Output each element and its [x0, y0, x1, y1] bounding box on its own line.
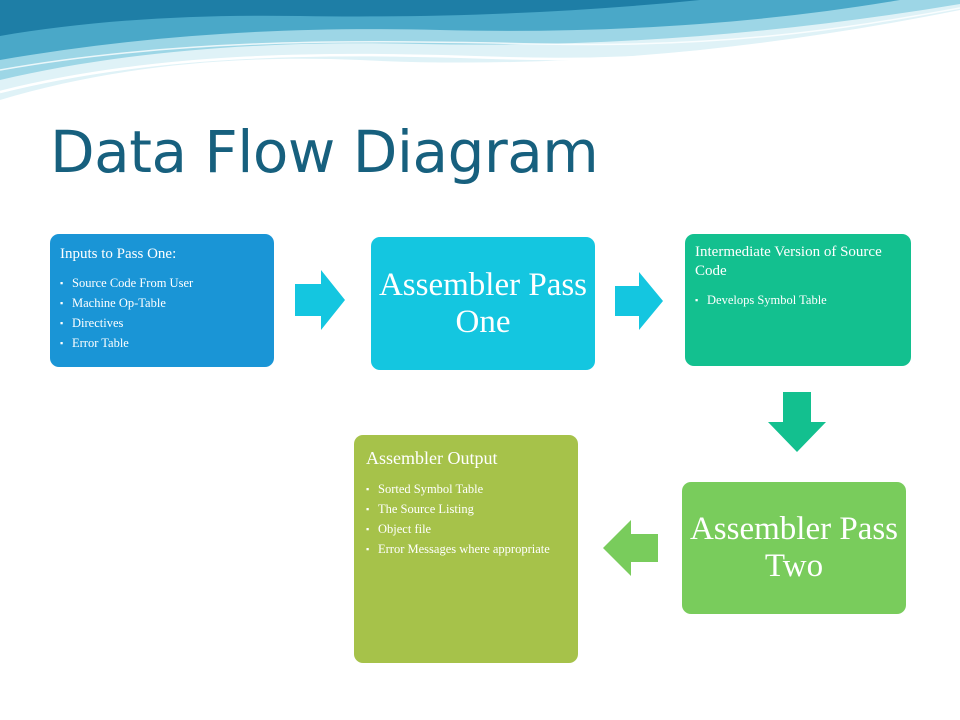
- output-heading: Assembler Output: [366, 448, 498, 468]
- inputs-box: Inputs to Pass One: Source Code From Use…: [50, 234, 274, 367]
- pass-two-box: Assembler Pass Two: [682, 482, 906, 614]
- intermediate-list: Develops Symbol Table: [695, 290, 901, 310]
- output-box: Assembler Output Sorted Symbol Table The…: [354, 435, 578, 663]
- inputs-list: Source Code From User Machine Op-Table D…: [60, 273, 264, 353]
- arrow-left-icon: [603, 520, 658, 576]
- arrow-down-icon: [768, 392, 826, 452]
- pass-one-label: Assembler Pass One: [378, 266, 588, 340]
- output-list: Sorted Symbol Table The Source Listing O…: [366, 479, 566, 559]
- list-item: Directives: [60, 313, 264, 333]
- list-item: Object file: [366, 519, 566, 539]
- pass-two-label: Assembler Pass Two: [689, 511, 899, 584]
- list-item: Sorted Symbol Table: [366, 479, 566, 499]
- list-item: Develops Symbol Table: [695, 290, 901, 310]
- arrow-right-icon: [295, 270, 345, 330]
- slide-title: Data Flow Diagram: [50, 118, 599, 186]
- list-item: The Source Listing: [366, 499, 566, 519]
- list-item: Source Code From User: [60, 273, 264, 293]
- list-item: Error Messages where appropriate: [366, 539, 566, 559]
- intermediate-heading: Intermediate Version of Source Code: [695, 244, 882, 279]
- inputs-heading: Inputs to Pass One:: [60, 246, 177, 262]
- intermediate-box: Intermediate Version of Source Code Deve…: [685, 234, 911, 366]
- list-item: Error Table: [60, 333, 264, 353]
- arrow-right-icon: [615, 272, 663, 330]
- pass-one-box: Assembler Pass One: [371, 237, 595, 370]
- header-wave-decoration: [0, 0, 960, 100]
- list-item: Machine Op-Table: [60, 293, 264, 313]
